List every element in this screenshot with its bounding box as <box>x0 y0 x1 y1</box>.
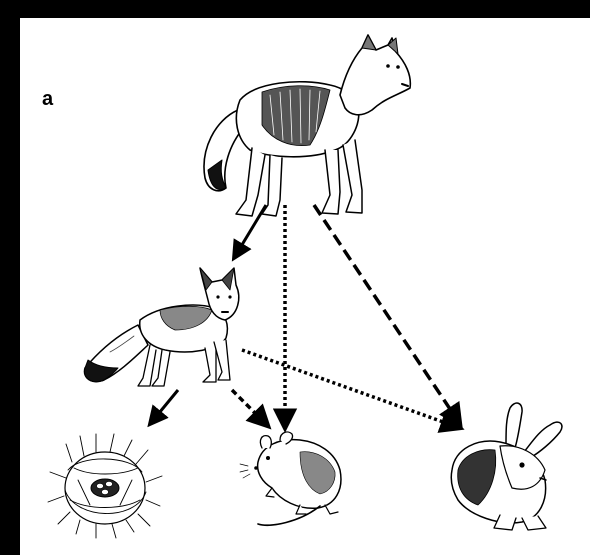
arrow-fox-rabbit <box>242 350 460 428</box>
bird-nest-icon <box>48 434 162 538</box>
rodent-icon <box>240 432 341 525</box>
fox-icon <box>84 268 238 386</box>
arrow-fox-rodent <box>232 390 268 426</box>
arrow-coyote-rabbit <box>314 205 460 424</box>
arrow-fox-bird-nest <box>150 390 178 424</box>
rabbit-icon <box>451 403 562 530</box>
coyote-icon <box>204 35 410 216</box>
